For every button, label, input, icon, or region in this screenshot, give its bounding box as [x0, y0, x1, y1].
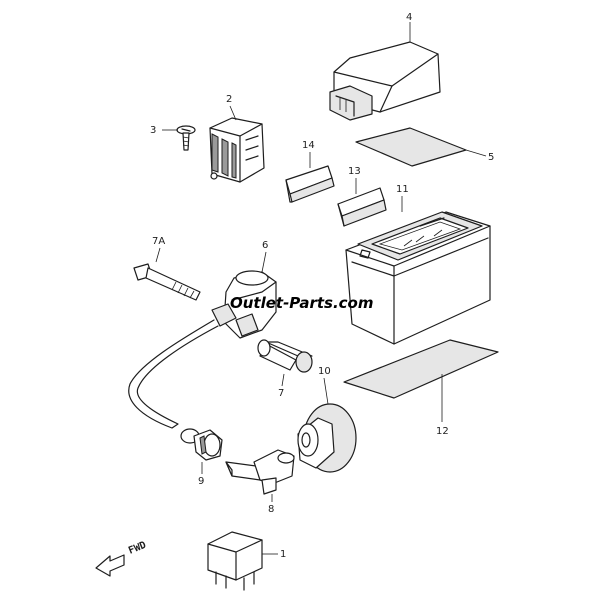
part-8-plug-cap [225, 449, 295, 495]
callout-13: 13 [348, 166, 361, 177]
part-13-pad [337, 187, 387, 227]
leader-lines [155, 22, 487, 555]
forward-arrow-icon [95, 554, 125, 577]
callout-7a: 7A [152, 236, 165, 247]
part-14-pad [285, 165, 335, 203]
callout-1: 1 [280, 549, 286, 560]
part-7-cylinder [257, 339, 313, 373]
forward-direction-indicator: FWD [95, 540, 148, 577]
callout-11: 11 [396, 184, 409, 195]
callout-4: 4 [406, 12, 412, 23]
callout-2: 2 [226, 94, 232, 105]
callout-5: 5 [488, 152, 494, 163]
callout-14: 14 [302, 140, 315, 151]
part-7a-bolt [133, 263, 201, 301]
part-5-pad [355, 127, 467, 167]
callout-8: 8 [268, 504, 274, 515]
part-4-cdi-unit [329, 41, 441, 121]
callout-3: 3 [150, 125, 156, 136]
part-1-relay [207, 531, 263, 591]
part-12-pad [343, 339, 499, 399]
callout-numbers: 1 2 3 4 5 6 7 7A 8 9 10 11 12 13 14 [150, 12, 494, 560]
part-6-ignition-coil [128, 270, 277, 429]
part-2-regulator [209, 117, 265, 183]
part-11-battery [345, 211, 491, 345]
forward-label: FWD [127, 540, 148, 557]
watermark-text: Outlet-Parts.com [230, 294, 374, 312]
part-10-boot [297, 403, 357, 473]
callout-12: 12 [436, 426, 449, 437]
callout-9: 9 [198, 476, 204, 487]
callout-6: 6 [262, 240, 268, 251]
callout-7: 7 [278, 388, 284, 399]
callout-10: 10 [318, 366, 331, 377]
part-9-seal [180, 428, 223, 461]
part-3-screw [176, 125, 196, 151]
